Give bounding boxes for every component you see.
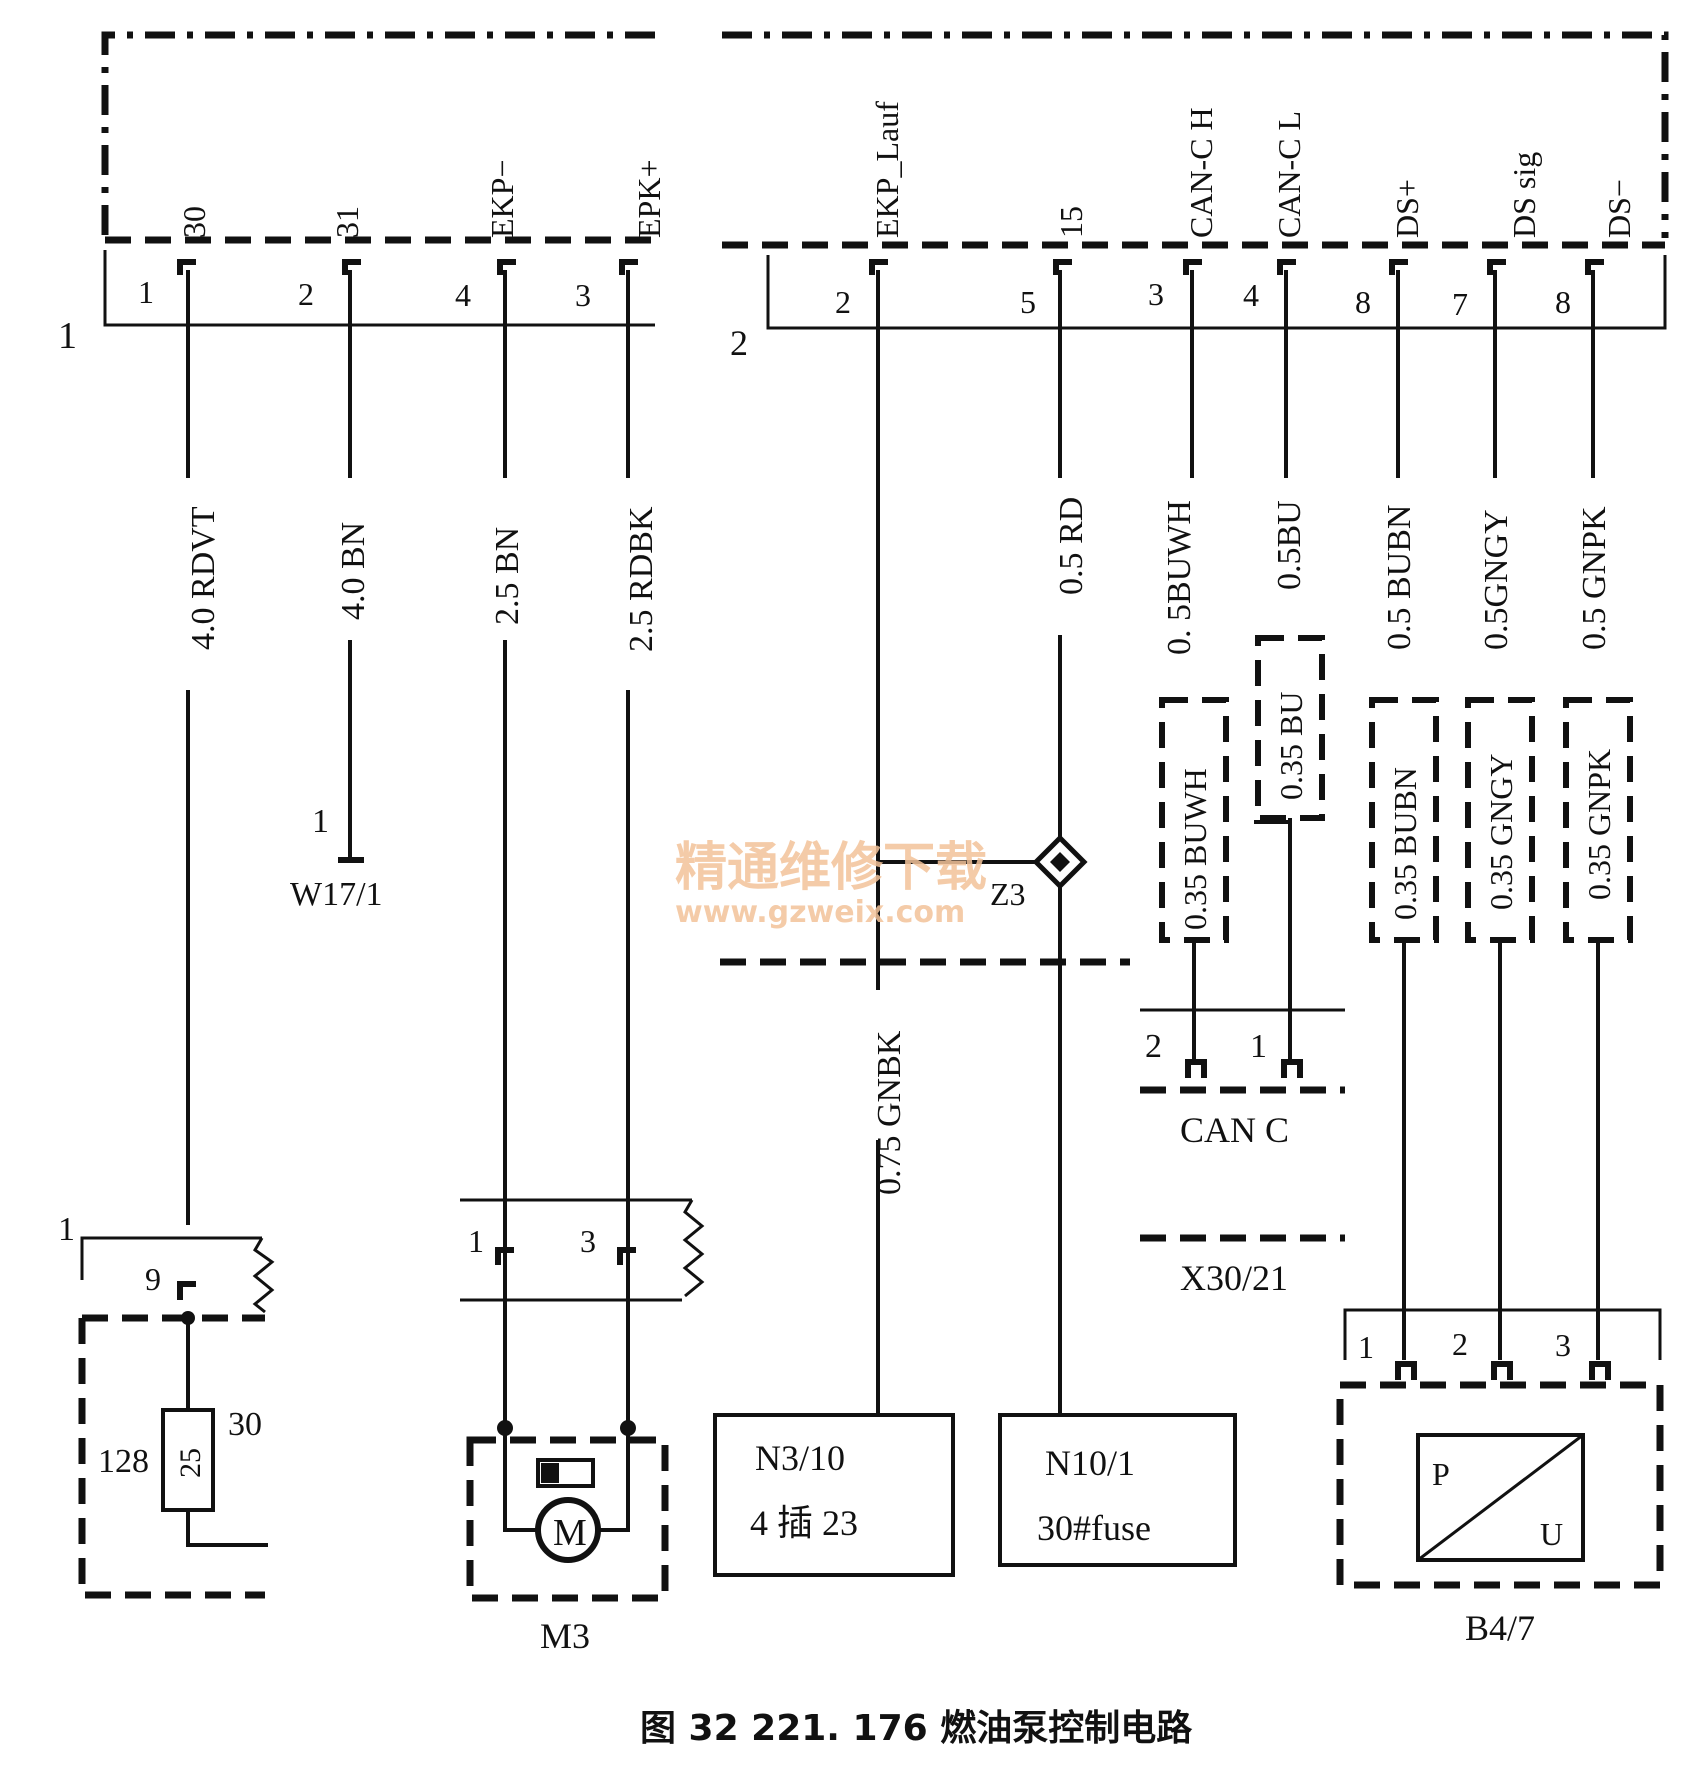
wire-label: 0.75 GNBK [871, 1030, 908, 1195]
wire-label: 0. 5BUWH [1161, 500, 1198, 655]
splice-label: Z3 [990, 876, 1026, 912]
connector-2-wires: 0.5 RD 0. 5BUWH 0.5BU 0.5 BUBN 0.5GNGY 0… [871, 270, 1613, 1415]
c2-pin-signal: CAN-C L [1271, 111, 1307, 238]
x30-label: X30/21 [1180, 1258, 1288, 1298]
c1-pin-num: 3 [575, 277, 591, 313]
c2-pin-signal: CAN-C H [1183, 107, 1219, 238]
wire-label: 0.5 BUBN [1381, 505, 1418, 650]
can-label: CAN C [1180, 1110, 1289, 1150]
c1-pin-num: 4 [455, 277, 471, 313]
c2-pin-num: 8 [1555, 284, 1571, 320]
motor-letter: M [553, 1512, 587, 1554]
sensor-p: P [1432, 1456, 1450, 1492]
c1-pin-signal: 31 [329, 206, 365, 238]
n3-10-line1: N3/10 [755, 1438, 845, 1478]
c2-pin-signal: EKP_Lauf [869, 101, 905, 238]
pump-label: M3 [540, 1616, 590, 1656]
fuse-conn-label: 1 [58, 1211, 75, 1248]
watermark: 精通维修下载 www.gzweix.com [675, 838, 987, 930]
sensor-pin: 1 [1358, 1329, 1374, 1365]
connector-2: 2 2 5 3 4 8 7 8 EKP_Lauf 15 CAN-C H CAN-… [730, 101, 1667, 363]
wire-label: 0.5 GNPK [1576, 506, 1613, 650]
watermark-url: www.gzweix.com [675, 895, 965, 930]
sensor-pin: 3 [1555, 1327, 1571, 1363]
can-pin: 2 [1145, 1028, 1162, 1065]
sensor-label: B4/7 [1465, 1608, 1535, 1648]
n3-10-line2: 4 插 23 [750, 1503, 858, 1543]
fuse-block: 1 9 25 128 30 [58, 1211, 275, 1599]
c2-pin-num: 2 [835, 284, 851, 320]
c1-pin-signal: EKP− [484, 160, 520, 239]
pressure-sensor: 1 2 3 P U B4/7 [1336, 1308, 1664, 1648]
connector-1-wires: 4.0 RDVT 4.0 BN 2.5 BN 2.5 RDBK 1 W17/1 [185, 270, 660, 1430]
wire-label: 2.5 BN [489, 527, 526, 625]
c2-pin-signal: DS sig [1506, 152, 1542, 238]
fuse-left-label: 128 [98, 1443, 149, 1480]
sensor-pin: 2 [1452, 1326, 1468, 1362]
c1-pin-signal: EPK+ [631, 160, 667, 239]
splice-z3: Z3 [878, 834, 1088, 912]
c1-pin-num: 2 [298, 276, 314, 312]
fuse-right-label: 30 [228, 1406, 262, 1443]
wire-label: 0.35 BUWH [1177, 768, 1213, 930]
wire-label: 4.0 RDVT [185, 506, 222, 650]
connector-2-id: 2 [730, 323, 748, 363]
c2-pin-num: 3 [1148, 276, 1164, 312]
wire-label: 0.5BU [1271, 500, 1308, 590]
c2-pin-signal: DS− [1601, 179, 1637, 238]
wire-label: 0.35 GNGY [1483, 754, 1519, 910]
wire-label: 0.35 BU [1273, 692, 1309, 800]
fuse-pin: 9 [145, 1261, 161, 1297]
connector-1: 1 1 2 4 3 30 31 EKP− EPK+ [58, 160, 667, 358]
can-c-connector: 2 1 CAN C X30/21 [720, 958, 1345, 1298]
sensor-u: U [1540, 1516, 1563, 1552]
wire-label: 2.5 RDBK [623, 506, 660, 652]
wire-label: 0.35 GNPK [1581, 749, 1617, 900]
wire-label: 0.35 BUBN [1387, 767, 1423, 920]
pump-pin: 3 [580, 1223, 596, 1259]
pump-pin: 1 [468, 1223, 484, 1259]
c2-pin-num: 7 [1452, 286, 1468, 322]
can-pin: 1 [1250, 1028, 1267, 1065]
c1-pin-num: 1 [138, 274, 154, 310]
figure-caption: 图 32 221. 176 燃油泵控制电路 [640, 1708, 1193, 1749]
fuel-pump: 1 3 M M3 [460, 1198, 705, 1656]
n10-1-line1: N10/1 [1045, 1443, 1135, 1483]
wire-label: 4.0 BN [335, 522, 372, 620]
ground-pin: 1 [312, 803, 329, 840]
watermark-cn: 精通维修下载 [675, 838, 987, 898]
c1-pin-signal: 30 [176, 206, 212, 238]
c2-pin-signal: DS+ [1389, 179, 1425, 238]
fuse-value: 25 [174, 1448, 207, 1478]
n3-10-box: N3/10 4 插 23 [713, 1413, 955, 1577]
n10-1-line2: 30#fuse [1037, 1508, 1151, 1548]
secondary-wire-boxes: 0.35 BUWH 0.35 BU 0.35 BUBN 0.35 GNGY 0.… [1159, 635, 1633, 1360]
wire-label: 0.5GNGY [1478, 509, 1515, 650]
wire-label: 0.5 RD [1053, 497, 1090, 595]
c2-pin-num: 8 [1355, 284, 1371, 320]
ground-label: W17/1 [290, 876, 383, 913]
c2-pin-num: 5 [1020, 284, 1036, 320]
control-unit-outline [101, 31, 1669, 249]
c2-pin-signal: 15 [1053, 206, 1089, 238]
connector-1-id: 1 [58, 315, 77, 357]
c2-pin-num: 4 [1243, 277, 1259, 313]
n10-1-box: N10/1 30#fuse [998, 1413, 1237, 1567]
